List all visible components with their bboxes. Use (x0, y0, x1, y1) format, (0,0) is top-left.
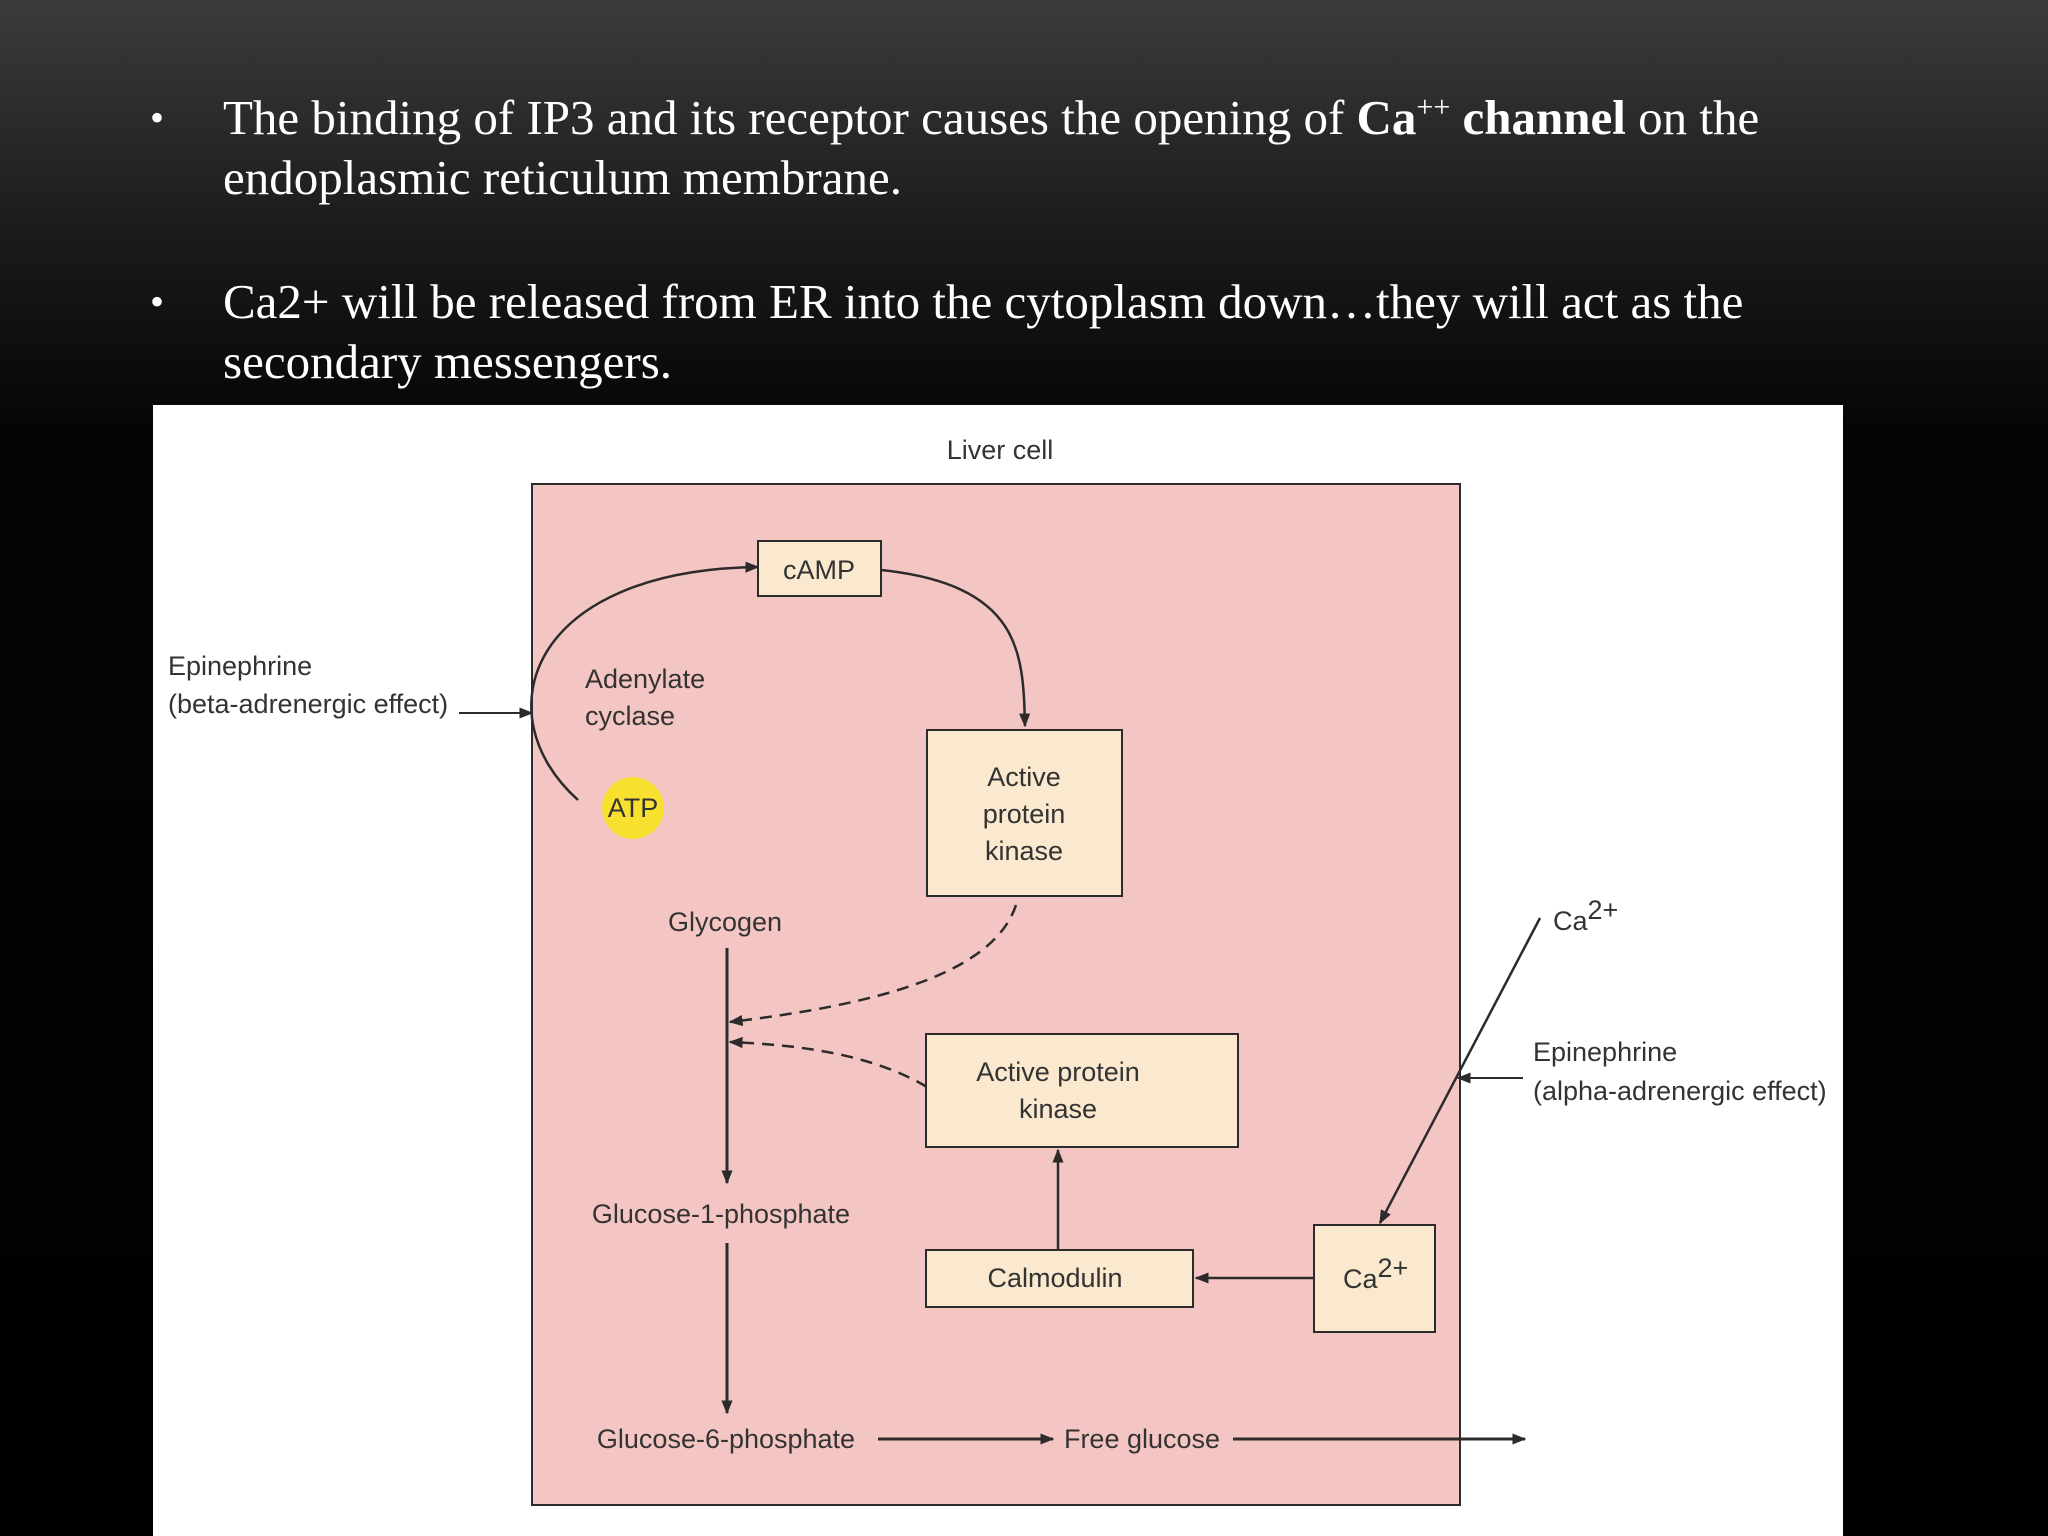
atp-label: ATP (608, 793, 659, 823)
adenylate-cyclase-label: Adenylate (585, 664, 705, 694)
kinase-2-line-2: kinase (1019, 1094, 1097, 1124)
kinase-1-dashed-arrow (728, 904, 1018, 1027)
epinephrine-alpha-label: Epinephrine (1533, 1037, 1677, 1067)
camp-box (757, 540, 882, 597)
beta-adrenergic-effect-label: (beta-adrenergic effect) (168, 689, 448, 719)
ca-internal-symbol: Ca (1343, 1264, 1378, 1294)
ca-influx-arrow (1378, 917, 1542, 1225)
bullet-text-ca-charge: ++ (1416, 90, 1451, 124)
bullet-dot: • (150, 95, 165, 140)
epinephrine-beta-label: Epinephrine (168, 651, 312, 681)
bullet-text: The binding of IP3 and its receptor caus… (223, 88, 1923, 208)
ca-internal-label: Ca2+ (1343, 1253, 1408, 1294)
glucose-6-phosphate-label: Glucose-6-phosphate (597, 1424, 855, 1454)
kinase-1-line-3: kinase (985, 836, 1063, 866)
glycogen-label: Glycogen (668, 907, 782, 937)
active-protein-kinase-box-1 (926, 729, 1123, 897)
liver-cell-membrane (531, 483, 1461, 1506)
kinase-1-line-1: Active (987, 762, 1061, 792)
calmodulin-label: Calmodulin (987, 1263, 1122, 1293)
bullet-text-channel: channel (1450, 90, 1626, 145)
kinase-2-line-1: Active protein (976, 1057, 1140, 1087)
glucose-1-phosphate-label: Glucose-1-phosphate (592, 1199, 850, 1229)
free-glucose-label: Free glucose (1064, 1424, 1220, 1454)
adenylate-cyclase-label-2: cyclase (585, 701, 675, 731)
kinase-1-line-2: protein (983, 799, 1066, 829)
diagram-svg: Liver cell Epinephrine (beta-adrenergic … (168, 435, 1827, 1506)
calmodulin-box (925, 1249, 1194, 1308)
liver-cell-diagram: Liver cell Epinephrine (beta-adrenergic … (153, 405, 1843, 1536)
atp-to-camp-arrow (530, 561, 760, 801)
alpha-adrenergic-effect-label: (alpha-adrenergic effect) (1533, 1076, 1827, 1106)
bullet-text-ca: Ca (1356, 90, 1417, 145)
kinase-2-dashed-arrow (728, 1036, 928, 1089)
ca-internal-box (1313, 1224, 1436, 1333)
atp-circle (602, 777, 664, 839)
ca-internal-charge: 2+ (1378, 1253, 1409, 1283)
bullet-text: Ca2+ will be released from ER into the c… (223, 274, 1744, 389)
ca-external-charge: 2+ (1588, 895, 1619, 925)
slide-bullets: • The binding of IP3 and its receptor ca… (0, 0, 2048, 400)
camp-label: cAMP (783, 555, 855, 585)
bullet-text-post: on the endoplasmic reticulum membrane. (223, 90, 1760, 205)
active-protein-kinase-box-2 (925, 1033, 1239, 1148)
bullet-dot: • (150, 279, 165, 324)
bullet-text-pre: The binding of IP3 and its receptor caus… (223, 90, 1357, 145)
ca-external-symbol: Ca (1553, 906, 1588, 936)
ca-external-label: Ca2+ (1553, 895, 1618, 936)
camp-to-kinase-arrow (880, 568, 1031, 728)
liver-cell-label: Liver cell (947, 435, 1054, 465)
